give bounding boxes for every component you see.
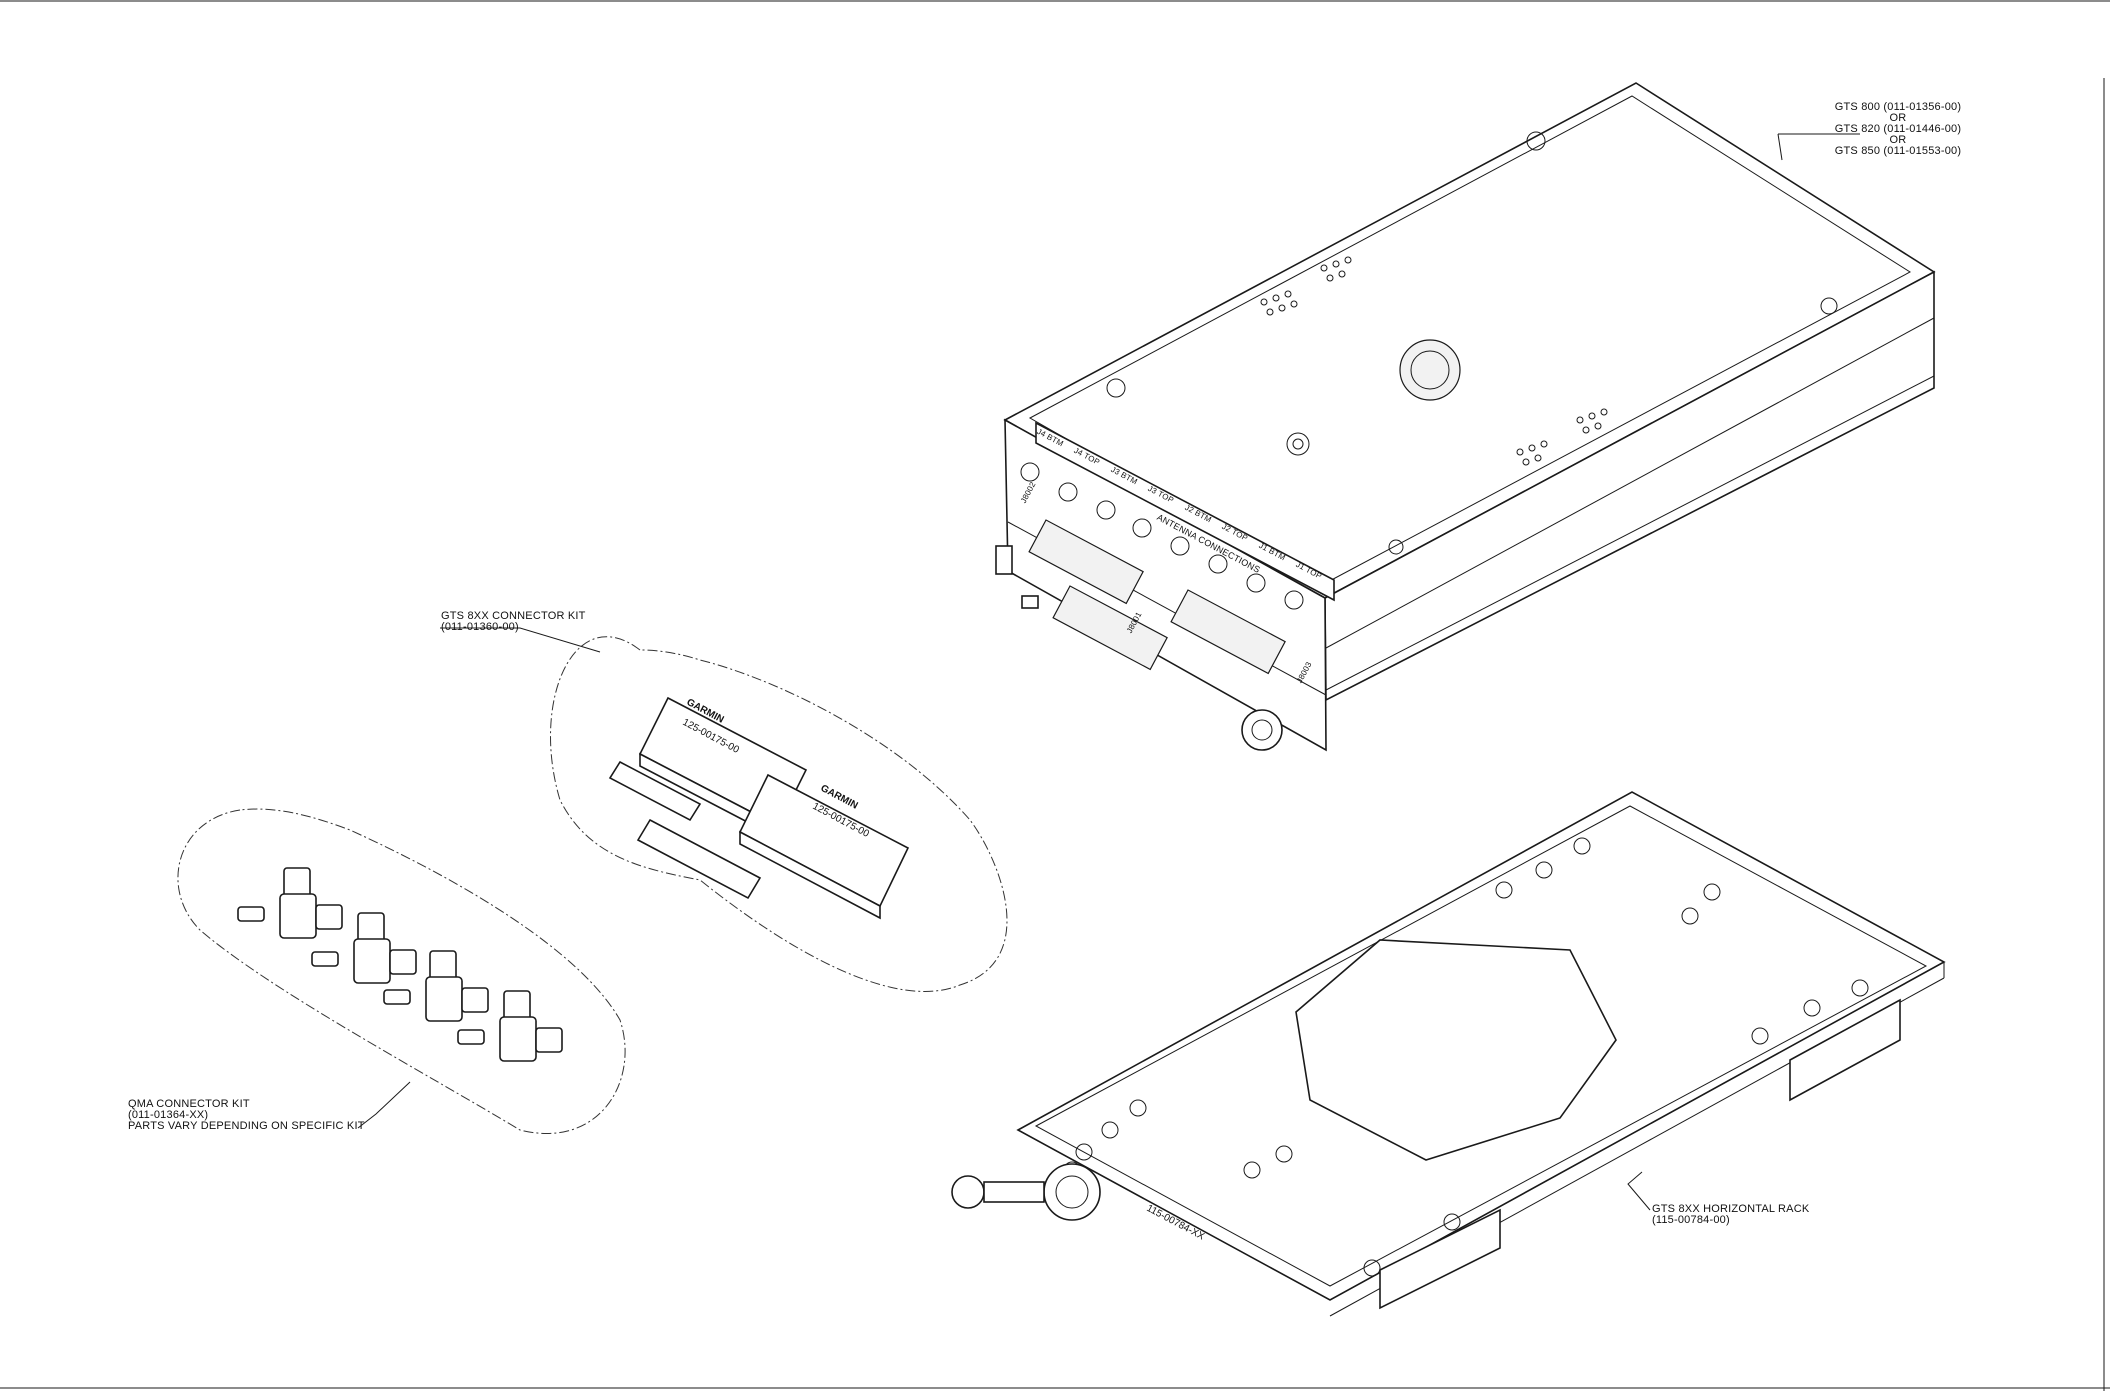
- unit-label-line1: GTS 800 (011-01356-00): [1834, 101, 1962, 113]
- unit-label-line3: GTS 850 (011-01553-00): [1834, 145, 1962, 157]
- qma-kit-boundary: [177, 808, 626, 1134]
- rack-label: GTS 8XX HORIZONTAL RACK (115-00784-00): [1652, 1204, 1809, 1226]
- qma-kit-title: QMA CONNECTOR KIT: [128, 1098, 250, 1110]
- qma-kit-note: PARTS VARY DEPENDING ON SPECIFIC KIT: [128, 1120, 365, 1132]
- leader-qma-kit: [357, 1081, 411, 1129]
- unit-label-or2: OR: [1889, 134, 1907, 146]
- leader-connector-kit: [440, 627, 601, 653]
- qma-adapter-3: [383, 950, 489, 1022]
- connector-kit-title: GTS 8XX CONNECTOR KIT: [441, 610, 586, 622]
- unit-label-line2: GTS 820 (011-01446-00): [1834, 123, 1962, 135]
- horizontal-rack: 115-00784-XX: [951, 791, 1946, 1317]
- unit-label: GTS 800 (011-01356-00) OR GTS 820 (011-0…: [1800, 102, 1996, 157]
- connector-kit-boundary: [550, 636, 1008, 992]
- unit-label-or1: OR: [1889, 112, 1907, 124]
- qma-adapter-1: [237, 867, 343, 939]
- rack-title: GTS 8XX HORIZONTAL RACK: [1652, 1203, 1810, 1215]
- qma-kit-label: QMA CONNECTOR KIT (011-01364-XX) PARTS V…: [128, 1099, 365, 1132]
- qma-adapter-2: [311, 912, 417, 984]
- connector-kit-part: (011-01360-00): [441, 621, 519, 633]
- qma-connector-kit: [177, 808, 626, 1134]
- qma-kit-part: (011-01364-XX): [128, 1109, 209, 1121]
- gts-unit: [995, 82, 1936, 752]
- connector-kit: GARMIN 125-00175-00 GARMIN 125-00175-00: [550, 636, 1008, 992]
- qma-adapter-4: [457, 990, 563, 1062]
- connector-kit-label: GTS 8XX CONNECTOR KIT (011-01360-00): [441, 611, 586, 633]
- rack-part: (115-00784-00): [1652, 1214, 1730, 1226]
- leader-rack: [1627, 1171, 1651, 1211]
- leader-unit-2: [1777, 133, 1783, 161]
